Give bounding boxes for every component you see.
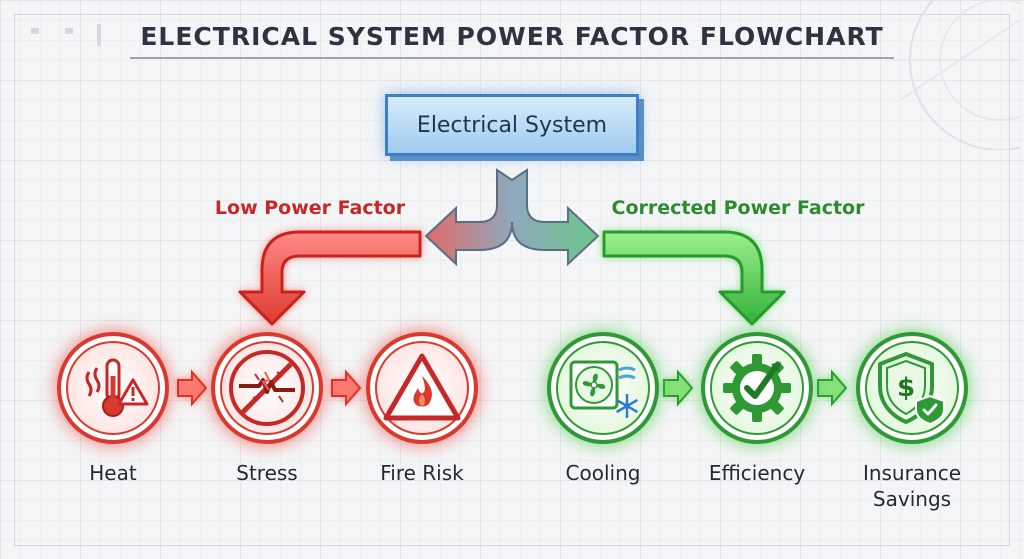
stress-label: Stress	[236, 461, 298, 485]
fire-risk-label: Fire Risk	[380, 461, 464, 485]
compass-decoration	[890, 0, 1020, 150]
split-arrow	[424, 168, 600, 267]
heat-to-stress-arrow	[177, 369, 208, 407]
fire-warning-icon	[383, 353, 461, 421]
shield-dollar-icon: $	[878, 352, 945, 426]
fan-snowflake-icon	[569, 360, 639, 418]
corrected-branch-arrow	[602, 230, 786, 326]
cooling-node	[547, 332, 659, 444]
heat-label: Heat	[89, 461, 137, 485]
broken-cable-icon	[229, 350, 305, 426]
electrical-system-label: Electrical System	[416, 112, 608, 138]
corrected-power-factor-label: Corrected Power Factor	[611, 197, 865, 219]
insurance-savings-label: Insurance Savings	[862, 461, 962, 511]
low-branch-arrow	[238, 230, 422, 326]
insurance-savings-node: $	[856, 332, 968, 444]
fire-risk-node	[366, 332, 478, 444]
svg-text:$: $	[897, 373, 915, 403]
efficiency-node	[701, 332, 813, 444]
cooling-label: Cooling	[565, 461, 641, 485]
efficiency-label: Efficiency	[708, 461, 806, 485]
efficiency-to-insurance-arrow	[817, 369, 848, 407]
low-power-factor-label: Low Power Factor	[214, 197, 406, 219]
frame-border	[14, 14, 1010, 546]
thermometer-warning-icon	[85, 358, 149, 417]
cooling-to-efficiency-arrow	[663, 369, 694, 407]
gear-check-icon	[723, 354, 791, 422]
stress-node	[211, 332, 323, 444]
stress-to-fire-arrow	[331, 369, 362, 407]
corner-marks-decoration	[31, 24, 101, 46]
heat-node	[57, 332, 169, 444]
electrical-system-box: Electrical System	[385, 94, 639, 156]
page-title: ELECTRICAL SYSTEM POWER FACTOR FLOWCHART	[130, 22, 894, 59]
